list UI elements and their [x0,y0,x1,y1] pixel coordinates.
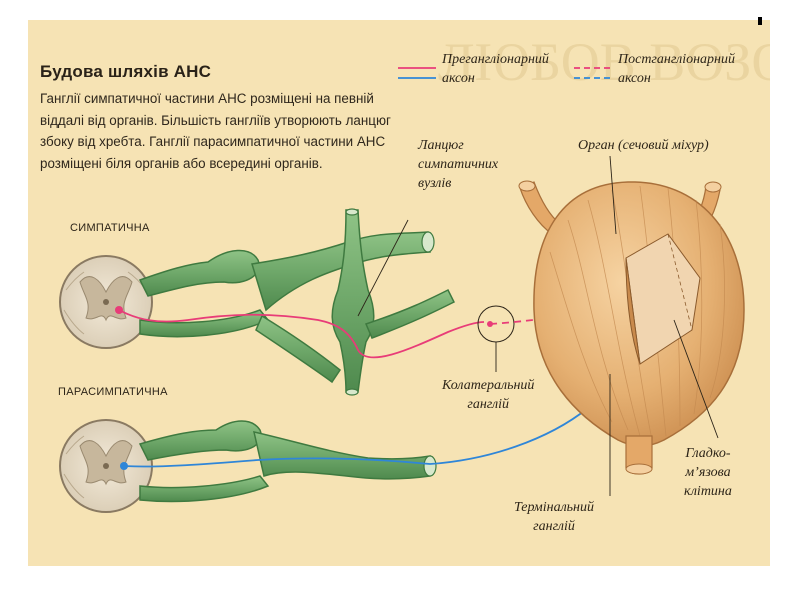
smooth-label-line1: Гладко- [685,446,731,461]
description-line: віддалі від органів. Більшість гангліїв … [40,112,391,128]
sympathetic-caption: СИМПАТИЧНА [70,222,150,234]
chain-leader [357,219,409,317]
chain-label-line1: Ланцюг [418,138,464,153]
smooth-muscle-label: Гладко- м’язова клітина [684,444,732,501]
parasympathetic-spinal-cord [59,419,153,513]
collateral-ganglion-label: Колатеральний ганглій [442,376,534,414]
background-watermark: ЛЮБОВ ВОЗОК [438,32,770,92]
smooth-muscle-leader [673,319,719,439]
bladder-organ [518,180,745,475]
chain-cut-end-top [345,208,359,216]
legend-preganglionic-line2: аксон [442,71,475,86]
chain-label-line2: симпатичних [418,157,499,172]
organ-label: Орган (сечовий міхур) [578,138,709,153]
nerve-cut-end [421,231,435,253]
description-line: розміщені біля органів або всередині орг… [40,155,323,171]
legend-postganglionic-line2: аксон [618,71,651,86]
legend-preganglionic-label: Прегангліонарний аксон [442,50,549,88]
organ-leader [609,155,617,235]
ans-pathways-artwork: ЛЮБОВ ВОЗОК [59,32,770,513]
smooth-label-line2: м’язова [685,465,731,480]
collateral-label-line1: Колатеральний [442,378,535,393]
sympathetic-nerve-trunk [138,209,456,393]
diagram-panel: ЛЮБОВ ВОЗОК [28,20,770,566]
terminal-ganglion-label: Термінальний ганглій [514,498,594,536]
chain-label-line3: вузлів [418,176,452,191]
terminal-label-line2: ганглій [533,519,575,534]
chain-label: Ланцюг симпатичних вузлів [418,136,498,193]
terminal-label-line1: Термінальний [514,500,594,515]
legend-postganglionic-label: Постгангліонарний аксон [618,50,735,88]
page-title: Будова шляхів АНС [40,62,212,81]
collateral-label-line2: ганглій [467,397,510,412]
sympathetic-spinal-cord [59,255,153,349]
legend-postganglionic-line1: Постгангліонарний [618,52,736,67]
legend-lines [398,67,612,79]
smooth-label-line3: клітина [684,484,732,499]
para-nerve-cut-end [423,455,437,477]
parasympathetic-nerve [138,420,431,503]
chain-cut-end-bottom [345,388,359,396]
description-text: Ганглії симпатичної частини АНС розміщен… [40,88,412,174]
corner-mark [758,17,762,25]
description-line: Ганглії симпатичної частини АНС розміщен… [40,91,374,106]
sympathetic-preganglionic-axon [118,309,485,359]
leader-lines [357,155,719,496]
description-line: збоку від хребта. Ганглії парасимпатично… [40,134,386,149]
legend-preganglionic-line1: Прегангліонарний [442,52,549,67]
parasympathetic-caption: ПАРАСИМПАТИЧНА [58,386,168,398]
